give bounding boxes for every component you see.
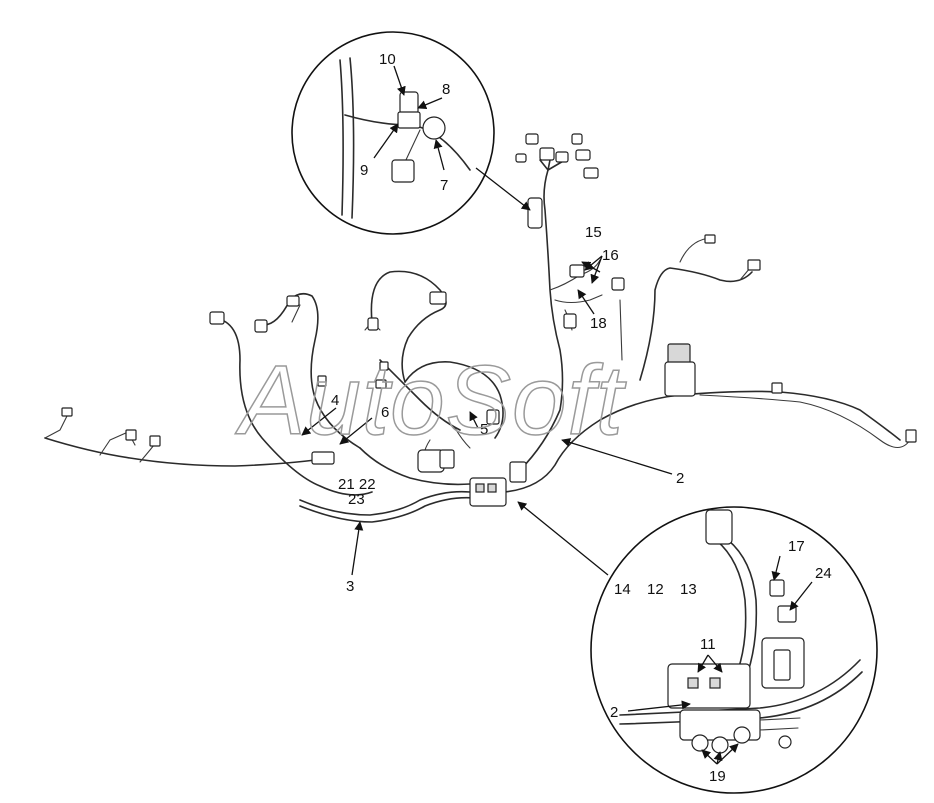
label-15: 15 xyxy=(585,224,602,241)
label-16: 16 xyxy=(602,247,619,264)
label-24: 24 xyxy=(815,565,832,582)
label-10: 10 xyxy=(379,51,396,68)
label-2: 2 xyxy=(676,470,684,487)
label-5: 5 xyxy=(480,421,488,438)
label-7: 7 xyxy=(440,177,448,194)
harness-connectors xyxy=(61,133,917,507)
label-9: 9 xyxy=(360,162,368,179)
label-8: 8 xyxy=(442,81,450,98)
top-callout-pointer xyxy=(475,167,531,211)
label-6: 6 xyxy=(381,404,389,421)
bottom-detail-callout: 14 12 13 11 17 24 2 19 xyxy=(590,506,878,794)
label-18: 18 xyxy=(590,315,607,332)
bottom-callout-pointer xyxy=(517,501,609,576)
label-11: 11 xyxy=(700,636,716,653)
watermark-logo: AutoSoft xyxy=(235,345,627,455)
label-13: 13 xyxy=(680,581,697,598)
label-21-22: 21 22 xyxy=(338,476,376,493)
label-3: 3 xyxy=(346,578,354,595)
label-12: 12 xyxy=(647,581,664,598)
main-harness xyxy=(44,149,911,523)
label-19: 19 xyxy=(709,768,726,785)
main-labels: 15 16 18 2 3 4 6 5 21 22 23 xyxy=(301,224,684,595)
label-14: 14 xyxy=(614,581,631,598)
label-4: 4 xyxy=(331,392,339,409)
label-17: 17 xyxy=(788,538,805,555)
label-23: 23 xyxy=(348,491,365,508)
top-detail-callout: 10 8 9 7 xyxy=(291,31,495,235)
label-2-detail: 2 xyxy=(610,704,618,721)
